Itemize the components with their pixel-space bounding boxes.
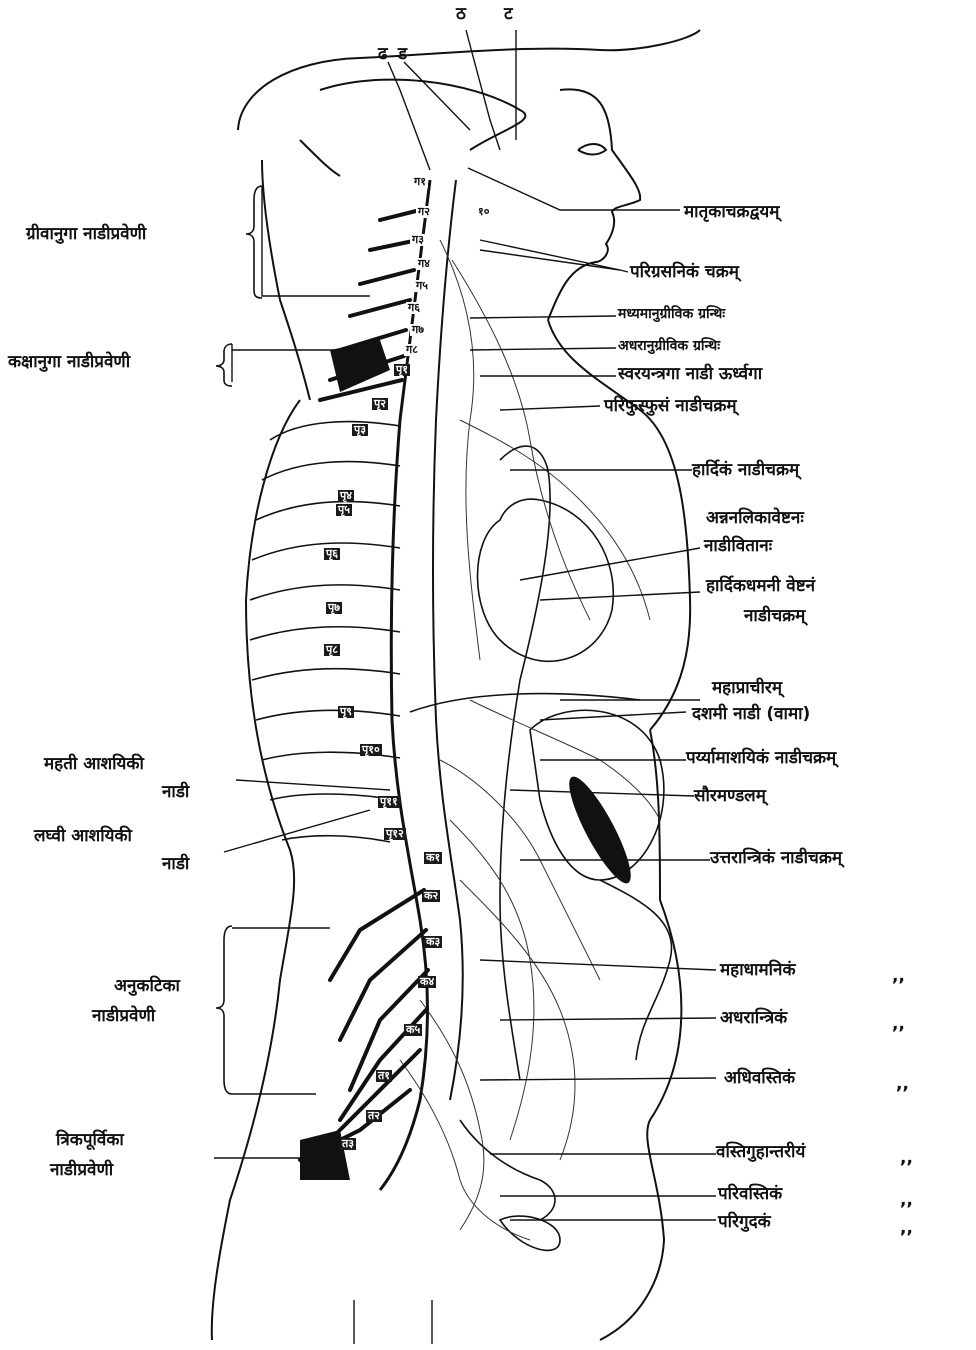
label-lesser-splanchnic-1: लघ्वी आशयिकी [34,826,132,847]
label-vesico-rectal: वस्तिगुहान्तरीयं [716,1142,805,1163]
top-letter-dha: ढ [378,44,388,65]
eye [578,144,606,155]
bladder [500,1216,560,1250]
label-brachial-plexus: कक्षानुगा नाडीप्रवेणी [8,352,130,373]
label-vesical: परिवस्तिकं [718,1184,782,1205]
vertebra-label-thoracic-4: पृ४ [338,490,354,502]
vertebra-label-lumbar-1: क१ [424,852,442,864]
brackets [216,186,262,1094]
label-inferior-cervical-ganglion: अधरानुग्रीविक ग्रन्थिः [618,338,720,356]
stomach [530,710,664,880]
vertebra-label-cervical-6: ग७ [410,324,426,336]
ribs [250,422,400,842]
vertebra-label-thoracic-2: पृ२ [372,398,388,410]
label-solar-plexus: सौरमण्डलम् [694,786,766,807]
label-gastric-plexus: पर्य्यामाशयिकं नाडीचक्रम् [686,748,836,769]
ditto-hypogastric: ,, [896,1074,909,1095]
ditto-vesical: ,, [900,1190,913,1211]
aorta [500,446,550,1080]
vertebra-label-sacral-2: त२ [366,1110,382,1122]
label-hypogastric: अधिवस्तिकं [724,1068,795,1089]
cranium-inner [320,80,525,150]
label-vagus-left: दशमी नाडी (वामा) [692,704,810,725]
leader-lines [214,30,716,1344]
label-cardiac-plexus: हार्दिकं नाडीचक्रम् [692,460,799,481]
label-middle-cervical-ganglion: मध्यमानुग्रीविक ग्रन्थिः [618,306,725,324]
vertebra-label-cervical-4: ग५ [414,280,430,292]
vertebra-label-sacral-1: त१ [376,1070,392,1082]
vertebra-label-thoracic-7: पृ७ [326,602,342,614]
vertebra-label-cervical-3: ग४ [416,258,432,270]
vertebra-label-thoracic-8: पृ८ [324,644,340,656]
mark-ten: १० [476,206,491,218]
label-lesser-splanchnic-2: नाडी [162,854,189,875]
vertebra-label-cervical-5: ग६ [406,302,422,314]
label-aortic-plexus: महाधामनिकं [720,960,796,981]
back-outline [212,400,300,1340]
sympathetic-trunk [433,180,463,1100]
diaphragm [410,694,640,712]
nerve-network [400,240,660,1240]
label-coronary-2: नाडीचक्रम् [744,606,805,627]
ditto-vesico-rectal: ,, [900,1148,913,1169]
label-sacral-plexus-2: नाडीप्रवेणी [50,1160,113,1181]
label-diaphragm: महाप्राचीरम् [712,678,782,699]
label-esophageal-2: नाडीवितानः [704,536,772,557]
skull-outline [238,30,700,130]
label-cervical-plexus: ग्रीवानुगा नाडीप्रवेणी [26,224,146,245]
vertebra-label-thoracic-11: पृ११ [378,796,400,808]
label-inferior-mesenteric: अधरान्त्रिकं [720,1008,787,1029]
vertebra-label-thoracic-12: पृ१२ [384,828,406,840]
vertebra-label-cervical-7: ग८ [404,344,420,356]
vertebra-label-thoracic-6: पृ६ [324,548,340,560]
vertebra-label-lumbar-4: क४ [418,976,436,988]
ditto-rectal: ,, [900,1218,913,1239]
label-lumbar-plexus-2: नाडीप्रवेणी [92,1006,155,1027]
vertebra-label-thoracic-5: पृ५ [336,504,352,516]
vertebra-label-thoracic-10: पृ१० [360,744,382,756]
top-letter-da: ड [398,44,407,65]
vertebra-label-lumbar-5: क५ [404,1024,422,1036]
label-greater-splanchnic-1: महती आशयिकी [44,754,144,775]
vertebra-label-lumbar-3: क३ [424,936,442,948]
label-laryngeal-nerve: स्वरयन्त्रगा नाडी ऊर्ध्वगा [618,364,762,385]
top-letter-ta: ट [504,4,513,25]
vertebra-label-cervical-1: ग२ [416,206,432,218]
neck-back [262,160,310,400]
label-superior-mesenteric: उत्तरान्त्रिकं नाडीचक्रम् [710,848,842,869]
vertebra-label-lumbar-2: क२ [422,890,440,902]
heart [478,499,614,661]
label-lumbar-plexus-1: अनुकटिका [114,976,180,997]
top-letter-tha: ठ [456,4,466,25]
label-rectal: परिगुदकं [718,1212,771,1233]
ditto-inferior-mesenteric: ,, [892,1014,905,1035]
nape [300,140,340,176]
label-pulmonary-plexus: परिफुस्फुसं नाडीचक्रम् [604,396,737,417]
label-esophageal-1: अन्ननलिकावेष्टनः [706,508,804,529]
label-coronary-1: हार्दिकधमनी वेष्टनं [706,576,815,597]
label-sacral-plexus-1: त्रिकपूर्विका [56,1130,124,1151]
ditto-aortic: ,, [892,966,905,987]
colon [600,880,672,1060]
vertebra-label-cervical-first: ग१ [412,176,428,188]
vertebra-label-thoracic-3: पृ३ [352,424,368,436]
vertebra-label-sacral-3: त३ [340,1138,356,1150]
face-profile [548,89,640,320]
label-greater-splanchnic-2: नाडी [162,782,189,803]
label-pharyngeal-plexus: परिग्रसनिकं चक्रम् [630,262,739,283]
label-ciliary-ganglia: मातृकाचक्रद्वयम् [684,202,779,223]
vertebra-label-cervical-2: ग३ [410,234,426,246]
vertebra-label-thoracic-1: पृ१ [394,364,410,376]
vertebra-label-thoracic-9: पृ९ [338,706,354,718]
